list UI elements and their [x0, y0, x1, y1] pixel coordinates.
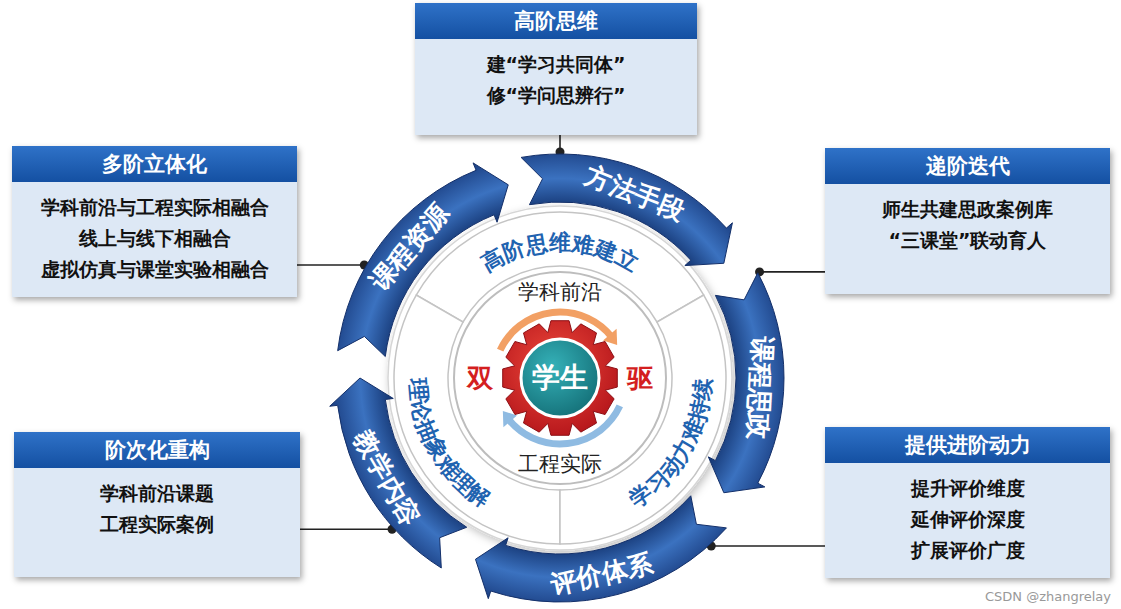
center-label: 学生: [532, 362, 588, 394]
box-line: 学科前沿与工程实际相融合: [20, 192, 289, 223]
leader-line: [300, 528, 392, 530]
callout-box: 提供进阶动力提升评价维度延伸评价深度扩展评价广度: [825, 427, 1110, 578]
inner-label: 工程实际: [518, 452, 602, 476]
callout-box: 高阶思维建“学习共同体”修“学问思辨行”: [415, 3, 697, 135]
inner-circle: 学科前沿双 驱工程实际 学生: [452, 270, 668, 486]
box-heading: 递阶迭代: [825, 148, 1110, 184]
box-line: 提升评价维度: [833, 473, 1102, 504]
box-line: 学科前沿课题: [22, 478, 292, 509]
box-line: “三课堂”联动育人: [833, 225, 1102, 256]
segment-label: 学习动力难持续: [625, 378, 715, 512]
ring-disc: [388, 206, 732, 550]
arc-arrow: 教学内容: [326, 369, 477, 581]
box-body: 提升评价维度延伸评价深度扩展评价广度: [825, 463, 1110, 578]
ring-segment: 学习动力难持续: [560, 295, 726, 544]
box-heading: 多阶立体化: [12, 146, 297, 182]
leader-line: [760, 271, 825, 273]
drive-label: 双: [467, 366, 493, 390]
box-line: 建“学习共同体”: [423, 49, 689, 80]
segment-text: 高阶思维难建立: [477, 230, 642, 276]
box-body: 学科前沿与工程实际相融合线上与线下相融合虚拟仿真与课堂实验相融合: [12, 182, 297, 297]
callout-box: 多阶立体化学科前沿与工程实际相融合线上与线下相融合虚拟仿真与课堂实验相融合: [12, 146, 297, 297]
box-line: 修“学问思辨行”: [423, 80, 689, 111]
leader-line: [297, 264, 364, 266]
gear-shape: [503, 321, 618, 436]
inner-circle-shape: [454, 272, 666, 484]
segment-label: 高阶思维难建立: [477, 230, 642, 276]
box-heading: 提供进阶动力: [825, 427, 1110, 463]
arrow-label: 课程思政: [742, 336, 777, 441]
arrow-shape: [475, 496, 726, 602]
arrow-shape: [330, 378, 467, 568]
arc-arrow: 评价体系: [453, 484, 740, 609]
gear-core: [521, 339, 599, 417]
box-heading: 阶次化重构: [14, 432, 300, 468]
box-line: 扩展评价广度: [833, 535, 1102, 566]
segment-text: 学习动力难持续: [625, 378, 715, 512]
leader-line: [711, 545, 825, 547]
box-body: 建“学习共同体”修“学问思辨行”: [415, 39, 697, 123]
segment-shape: [560, 295, 726, 544]
box-body: 师生共建思政案例库“三课堂”联动育人: [825, 184, 1110, 268]
shape-layer: 学习动力难持续: [560, 295, 726, 544]
box-line: 延伸评价深度: [833, 504, 1102, 535]
box-heading: 高阶思维: [415, 3, 697, 39]
box-line: 工程实际案例: [22, 509, 292, 540]
inner-label: 学科前沿: [518, 280, 602, 304]
drive-label: 驱: [627, 366, 653, 390]
callout-box: 阶次化重构学科前沿课题工程实际案例: [14, 432, 300, 577]
box-line: 虚拟仿真与课堂实验相融合: [20, 254, 289, 285]
watermark: CSDN @zhangrelay: [985, 589, 1111, 604]
callout-box: 递阶迭代师生共建思政案例库“三课堂”联动育人: [825, 148, 1110, 294]
box-body: 学科前沿课题工程实际案例: [14, 468, 300, 552]
box-line: 线上与线下相融合: [20, 223, 289, 254]
box-line: 师生共建思政案例库: [833, 194, 1102, 225]
gear-node: 学生: [500, 318, 620, 438]
